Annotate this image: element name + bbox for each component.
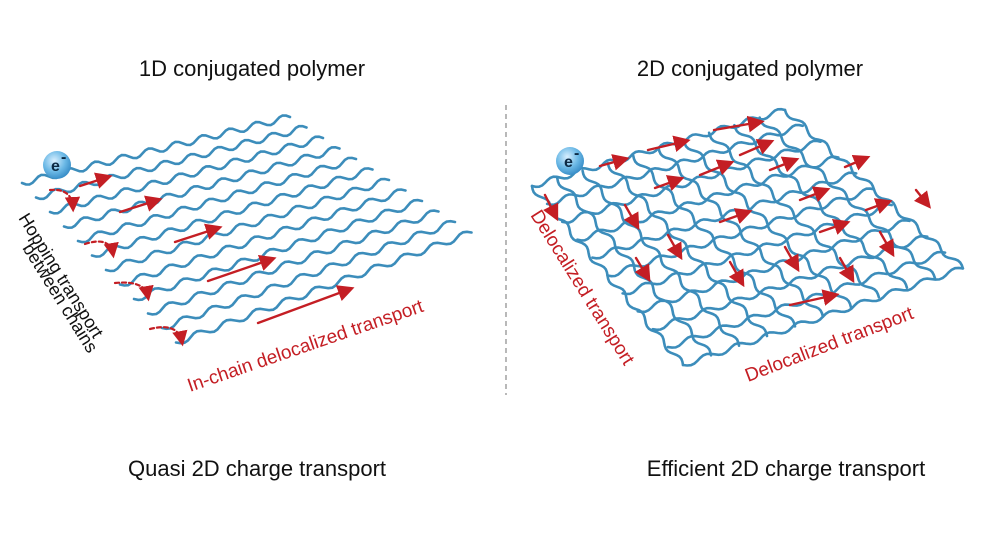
chain-icon [132,198,424,302]
arrow-icon [818,218,851,235]
arrow-icon [698,159,735,177]
hopping-label-line1: Hopping transport [15,210,108,342]
arrow-icon [206,254,277,283]
right-panel-caption: Efficient 2D charge transport [647,456,925,481]
electron-label: e [564,154,573,171]
arrow-icon [148,326,188,347]
chain-icon [581,169,741,347]
arrow-icon [646,135,691,152]
arrow-icon [878,230,895,258]
arrow-icon [798,186,831,203]
chain-icon [118,188,407,287]
arrow-icon [843,155,871,171]
arrow-icon [913,188,931,209]
electron-superscript: - [574,145,579,162]
chain-icon [657,146,825,318]
arrow-icon [256,285,355,325]
chain-icon [104,177,391,273]
arrow-icon [838,256,855,284]
chain-icon [174,230,473,345]
arrow-icon [768,156,800,173]
chain-icon [146,209,440,316]
chain-icon [48,135,325,215]
arrow-icon [83,240,119,259]
chain-icon [783,108,965,270]
chain-icon [545,123,805,207]
arrow-icon [788,289,840,307]
chain-icon [160,219,457,331]
arrow-icon [598,154,630,171]
chain-icon [636,218,911,314]
arrow-icon [783,245,800,273]
left-panel-caption: Quasi 2D charge transport [128,456,386,481]
arrow-icon [728,260,745,288]
chain-icon [758,116,937,280]
arrow-icon [718,208,753,224]
chain-icon [62,145,341,230]
arrow-icon [634,256,651,283]
arrow-icon [738,139,775,157]
chain-icon [621,203,893,296]
right-arrow-group [543,115,931,307]
electron-icon: e - [556,145,584,175]
electron-superscript: - [61,149,66,166]
arrow-icon [113,281,154,302]
arrow-icon [543,193,559,222]
chain-icon [606,161,769,338]
arrow-icon [48,188,81,213]
chain-icon [666,250,947,349]
inchain-label: In-chain delocalized transport [185,296,427,397]
left-arrow-group [48,172,355,347]
chain-icon [560,139,822,224]
arrow-icon [653,175,685,191]
arrow-icon [864,198,893,214]
arrow-icon [78,172,113,189]
arrow-icon [712,115,765,133]
arrow-icon [623,203,640,231]
left-panel-title: 1D conjugated polymer [139,56,365,81]
chain-icon [556,177,713,357]
electron-label: e [51,158,60,175]
arrow-icon [118,195,163,214]
electron-icon: e - [43,149,71,179]
arrow-icon [666,233,683,261]
chain-icon [90,167,374,258]
left-chain-group [20,114,473,345]
chain-icon [76,156,358,244]
chain-icon [34,124,308,201]
right-panel-title: 2D conjugated polymer [637,56,863,81]
arrow-icon [173,223,223,244]
